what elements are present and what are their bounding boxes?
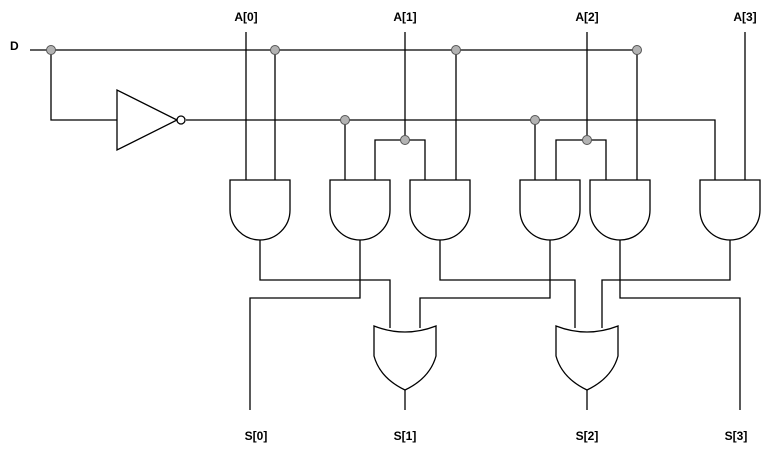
junction-dot xyxy=(451,45,461,55)
and-gate-3 xyxy=(409,179,471,241)
input-label-a2: A[2] xyxy=(575,10,598,24)
output-label-s1: S[1] xyxy=(394,429,417,443)
output-label-s0: S[0] xyxy=(245,429,268,443)
junction-dots xyxy=(46,45,642,145)
and-gate-4 xyxy=(519,179,581,241)
and-gate-5 xyxy=(589,179,651,241)
output-label-s3: S[3] xyxy=(725,429,748,443)
junction-dot xyxy=(340,115,350,125)
junction-dot xyxy=(46,45,56,55)
and-gate-1 xyxy=(229,179,291,241)
or-gate-1 xyxy=(373,325,437,391)
not-gate xyxy=(116,88,186,152)
or-gate-2 xyxy=(555,325,619,391)
input-label-a1: A[1] xyxy=(393,10,416,24)
junction-dot xyxy=(270,45,280,55)
and-gate-2 xyxy=(329,179,391,241)
input-label-a3: A[3] xyxy=(733,10,756,24)
junction-dot xyxy=(582,135,592,145)
input-label-a0: A[0] xyxy=(234,10,257,24)
d-bus-wires xyxy=(30,49,716,180)
junction-dot xyxy=(632,45,642,55)
gate-output-wires xyxy=(249,240,741,410)
input-label-d: D xyxy=(10,39,19,53)
junction-dot xyxy=(530,115,540,125)
not-gate-inversion-bubble xyxy=(176,115,186,125)
and-gate-6 xyxy=(699,179,761,241)
address-input-wires xyxy=(245,32,746,180)
output-label-s2: S[2] xyxy=(576,429,599,443)
junction-dot xyxy=(400,135,410,145)
gate-input-wires xyxy=(274,50,638,180)
